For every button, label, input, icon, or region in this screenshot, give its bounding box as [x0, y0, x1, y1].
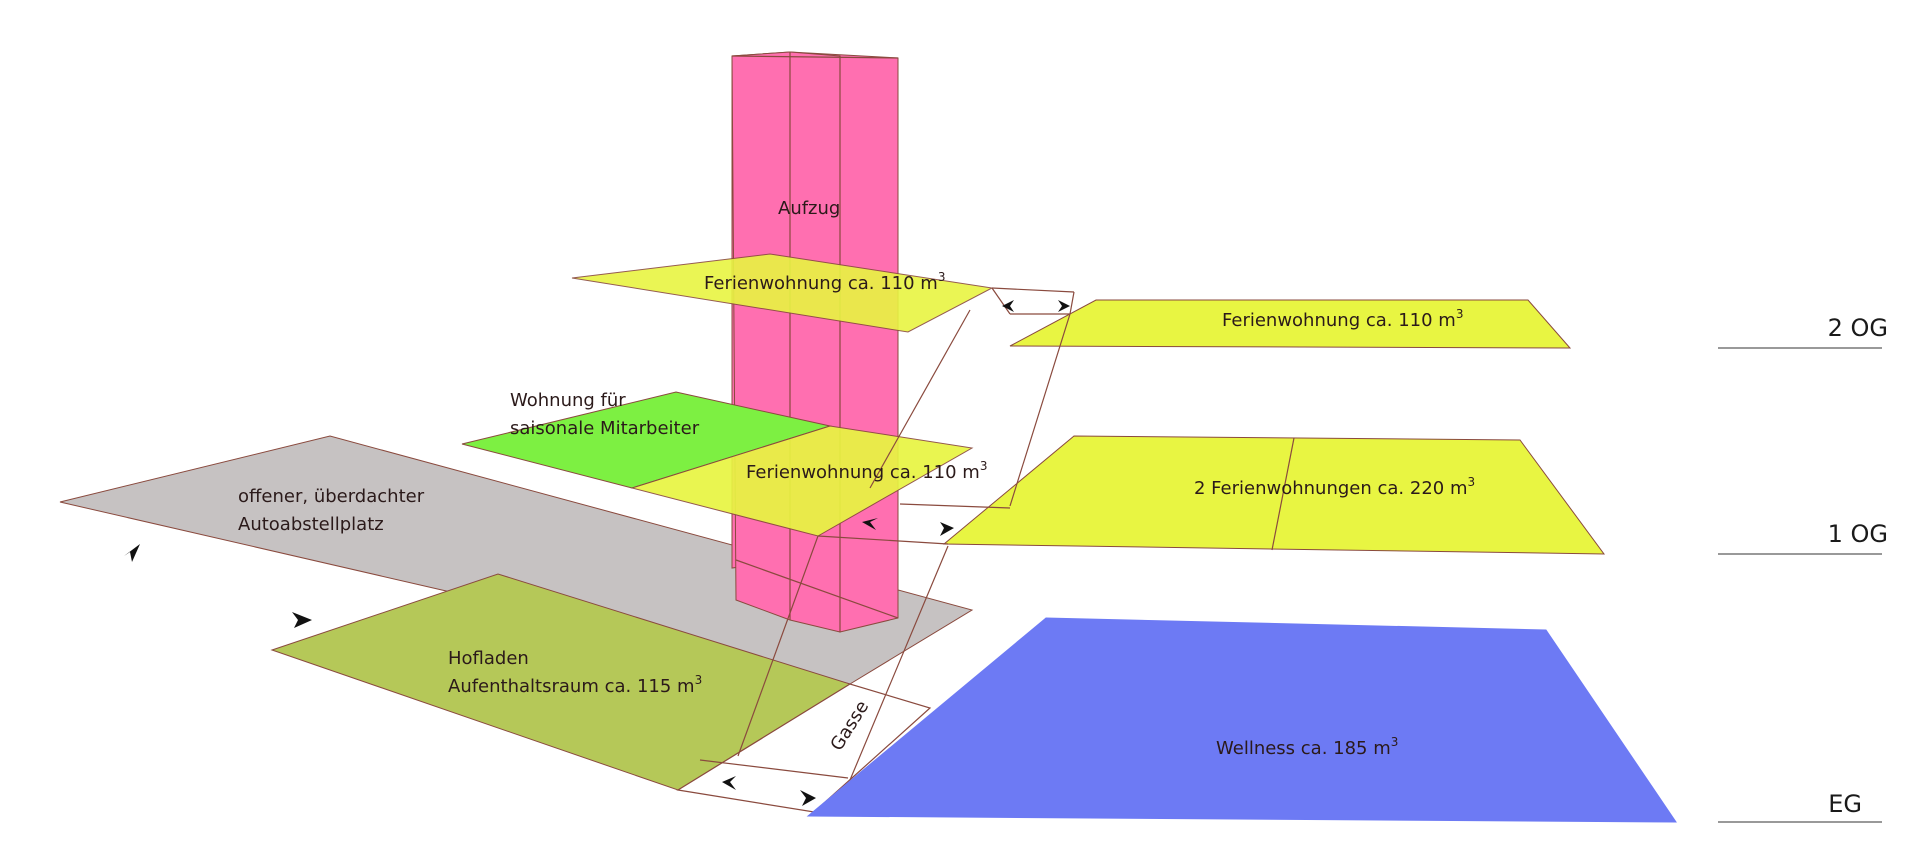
circulation-line	[1069, 291, 1075, 315]
apartment-divider	[1271, 437, 1295, 551]
arrow-icon	[1058, 300, 1070, 312]
elevator-label: Aufzug	[778, 198, 840, 219]
circulation-line	[817, 535, 949, 545]
og1-left-label: Ferienwohnung ca. 110 m3	[746, 459, 987, 483]
level-label-2og: 2 OG	[1828, 314, 1888, 342]
circulation-line	[849, 545, 949, 781]
alley-divider	[699, 759, 849, 779]
holiday-apartment-2og-right	[1009, 299, 1572, 349]
arrow-icon	[292, 612, 312, 628]
circulation-line	[991, 287, 1075, 293]
wellness-label: Wellness ca. 185 m3	[1216, 735, 1398, 759]
parking-label-line2: Autoabstellplatz	[238, 514, 384, 535]
circulation-line	[1009, 313, 1071, 507]
shop-label-line2: Aufenthaltsraum ca. 115 m3	[448, 673, 702, 697]
circulation-line	[899, 503, 1011, 509]
elevator-edge	[731, 55, 899, 59]
level-label-1og: 1 OG	[1828, 520, 1888, 548]
circulation-line	[991, 287, 1011, 315]
og1-right-label: 2 Ferienwohnungen ca. 220 m3	[1194, 475, 1475, 499]
alley-outline	[676, 683, 932, 813]
holiday-apartment-1og-left	[630, 425, 974, 537]
parking-label-line1: offener, überdachter	[238, 486, 425, 507]
circulation-line	[869, 309, 971, 489]
arrow-icon	[722, 776, 736, 790]
wellness-area	[806, 617, 1677, 823]
staff-apartment-label-line2: saisonale Mitarbeiter	[510, 418, 700, 439]
staff-apartment-label-line1: Wohnung für	[510, 390, 626, 411]
circulation-line	[737, 535, 819, 757]
arrow-icon	[862, 518, 878, 530]
arrow-icon	[1002, 300, 1014, 312]
holiday-apartments-1og-right	[942, 435, 1606, 555]
elevator-shaft-front	[731, 51, 841, 633]
og2-left-label: Ferienwohnung ca. 110 m3	[704, 270, 945, 294]
og2-right-label: Ferienwohnung ca. 110 m3	[1222, 307, 1463, 331]
arrow-icon	[940, 522, 954, 536]
arrow-icon	[124, 544, 140, 562]
shop-label-line1: Hofladen	[448, 648, 529, 669]
level-label-eg: EG	[1828, 790, 1862, 818]
elevator-edge	[735, 559, 899, 619]
arrow-icon	[800, 790, 816, 806]
